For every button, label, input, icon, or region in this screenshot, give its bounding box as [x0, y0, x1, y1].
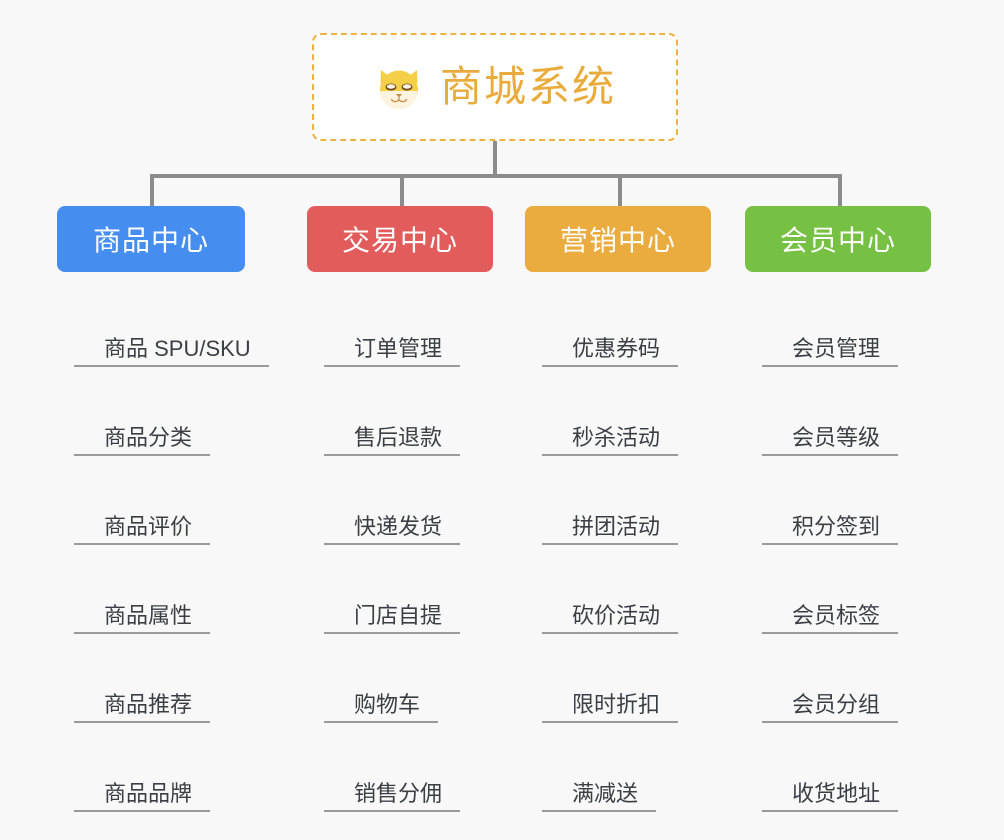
category-box-product[interactable]: 商品中心	[57, 206, 245, 272]
leaf-item[interactable]: 会员标签	[762, 545, 899, 634]
leaf-label: 销售分佣	[324, 782, 461, 812]
leaf-label: 会员分组	[762, 693, 899, 723]
leaf-item[interactable]: 销售分佣	[324, 723, 461, 812]
leaf-label: 商品分类	[74, 426, 211, 456]
leaf-item[interactable]: 购物车	[324, 634, 460, 723]
leaf-label: 优惠券码	[542, 337, 679, 367]
leaf-item[interactable]: 砍价活动	[542, 545, 679, 634]
category-box-marketing[interactable]: 营销中心	[525, 206, 711, 272]
leaf-label: 会员等级	[762, 426, 899, 456]
leaf-label: 拼团活动	[542, 515, 679, 545]
leaf-item[interactable]: 收货地址	[762, 723, 899, 812]
shiba-dog-icon	[379, 70, 418, 110]
connector-root-stem	[493, 141, 497, 176]
leaf-item[interactable]: 商品 SPU/SKU	[74, 278, 269, 367]
category-label-product: 商品中心	[92, 225, 209, 256]
leaf-label: 快递发货	[324, 515, 461, 545]
leaf-item[interactable]: 秒杀活动	[542, 367, 679, 456]
root-node[interactable]: 商城系统	[312, 33, 678, 141]
leaf-label: 商品推荐	[74, 693, 211, 723]
leaf-item[interactable]: 商品评价	[74, 456, 269, 545]
leaf-item[interactable]: 商品品牌	[74, 723, 269, 812]
leaf-label: 限时折扣	[542, 693, 679, 723]
leaf-column-product: 商品 SPU/SKU 商品分类 商品评价 商品属性 商品推荐 商品品牌	[74, 278, 269, 812]
leaf-item[interactable]: 快递发货	[324, 456, 461, 545]
leaf-item[interactable]: 订单管理	[324, 278, 461, 367]
leaf-item[interactable]: 商品属性	[74, 545, 269, 634]
leaf-label: 砍价活动	[542, 604, 679, 634]
connector-drop-product	[150, 174, 154, 207]
leaf-label: 商品评价	[74, 515, 211, 545]
leaf-label: 商品属性	[74, 604, 211, 634]
category-label-member: 会员中心	[779, 225, 896, 256]
leaf-item[interactable]: 商品分类	[74, 367, 269, 456]
leaf-label: 收货地址	[762, 782, 899, 812]
leaf-item[interactable]: 会员管理	[762, 278, 899, 367]
leaf-item[interactable]: 优惠券码	[542, 278, 679, 367]
leaf-label: 订单管理	[324, 337, 461, 367]
connector-horizontal-bar	[150, 174, 842, 178]
leaf-item[interactable]: 会员分组	[762, 634, 899, 723]
leaf-label: 会员标签	[762, 604, 899, 634]
category-label-trade: 交易中心	[341, 225, 458, 256]
leaf-item[interactable]: 售后退款	[324, 367, 461, 456]
leaf-item[interactable]: 商品推荐	[74, 634, 269, 723]
leaf-item[interactable]: 积分签到	[762, 456, 899, 545]
leaf-label: 购物车	[324, 693, 439, 723]
leaf-item[interactable]: 满减送	[542, 723, 678, 812]
leaf-label: 门店自提	[324, 604, 461, 634]
leaf-item[interactable]: 限时折扣	[542, 634, 679, 723]
leaf-label: 秒杀活动	[542, 426, 679, 456]
leaf-label: 满减送	[542, 782, 657, 812]
category-box-trade[interactable]: 交易中心	[307, 206, 493, 272]
root-title: 商城系统	[439, 63, 616, 110]
leaf-label: 商品 SPU/SKU	[74, 337, 269, 367]
category-box-member[interactable]: 会员中心	[745, 206, 931, 272]
leaf-label: 商品品牌	[74, 782, 211, 812]
leaf-label: 会员管理	[762, 337, 899, 367]
connector-drop-member	[838, 174, 842, 207]
leaf-column-trade: 订单管理 售后退款 快递发货 门店自提 购物车 销售分佣	[324, 278, 461, 812]
category-label-marketing: 营销中心	[559, 225, 676, 256]
leaf-label: 积分签到	[762, 515, 899, 545]
leaf-item[interactable]: 拼团活动	[542, 456, 679, 545]
connector-drop-marketing	[618, 174, 622, 207]
leaf-item[interactable]: 门店自提	[324, 545, 461, 634]
leaf-label: 售后退款	[324, 426, 461, 456]
leaf-column-member: 会员管理 会员等级 积分签到 会员标签 会员分组 收货地址	[762, 278, 899, 812]
leaf-item[interactable]: 会员等级	[762, 367, 899, 456]
connector-drop-trade	[400, 174, 404, 207]
leaf-column-marketing: 优惠券码 秒杀活动 拼团活动 砍价活动 限时折扣 满减送	[542, 278, 679, 812]
